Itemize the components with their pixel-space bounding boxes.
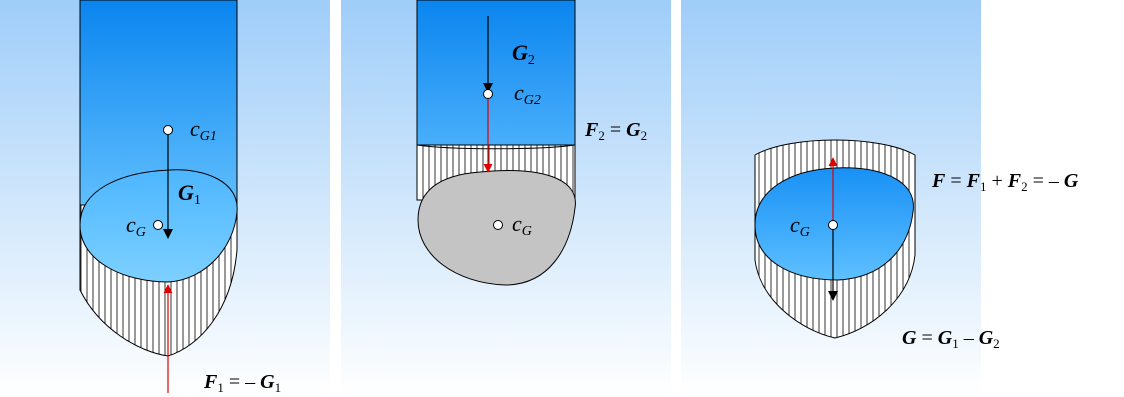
label-cg: cG [126, 212, 146, 240]
label-cg: cG [790, 212, 810, 240]
label-g1: G1 [178, 180, 201, 208]
label-cg2: cG2 [514, 80, 541, 108]
panel-1: cG1 cG G1 F1 = – G1 [0, 0, 330, 397]
panel-3: cG F = F1 + F2 = – G G = G1 – G2 [681, 0, 1079, 397]
centroid-cg1 [163, 125, 173, 135]
centroid-cg [828, 220, 838, 230]
label-f-equation: F = F1 + F2 = – G [931, 170, 1079, 194]
label-g-equation: G = G1 – G2 [902, 327, 1000, 351]
centroid-cg [493, 220, 503, 230]
label-g2: G2 [512, 40, 535, 68]
centroid-cg [153, 220, 163, 230]
hatch-top-edge [416, 144, 576, 150]
panel-2: G2 cG2 cG F2 = G2 [341, 0, 671, 397]
label-cg1: cG1 [190, 116, 217, 144]
label-f2-equation: F2 = G2 [584, 119, 647, 143]
label-f1-equation: F1 = – G1 [203, 371, 281, 395]
label-cg: cG [512, 211, 532, 239]
centroid-cg2 [483, 89, 493, 99]
